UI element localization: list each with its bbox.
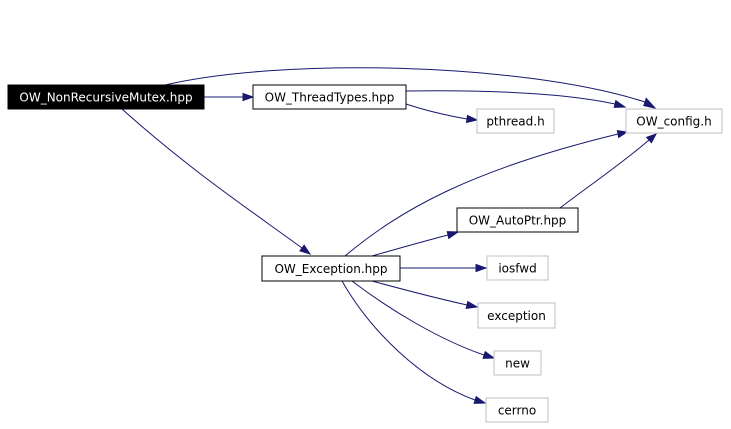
node-label: OW_Exception.hpp	[274, 262, 387, 276]
node-thread-types[interactable]: OW_ThreadTypes.hpp	[252, 84, 407, 110]
node-autoptr[interactable]: OW_AutoPtr.hpp	[456, 207, 579, 233]
node-new[interactable]: new	[493, 350, 542, 376]
node-label: exception	[487, 309, 546, 323]
edge-exception-hpp-to-exception	[371, 280, 479, 309]
node-cerrno[interactable]: cerrno	[485, 397, 549, 423]
node-label: new	[505, 357, 530, 371]
edge-exception-hpp-to-config	[344, 130, 629, 257]
node-exception-hpp[interactable]: OW_Exception.hpp	[261, 255, 401, 282]
edges	[121, 67, 658, 404]
node-label: pthread.h	[486, 115, 544, 129]
node-label: OW_AutoPtr.hpp	[469, 214, 567, 228]
node-label: cerrno	[498, 404, 536, 418]
node-label: OW_ThreadTypes.hpp	[265, 91, 395, 105]
edge-exception-hpp-to-autoptr	[371, 231, 460, 257]
edge-exception-hpp-to-iosfwd	[400, 263, 488, 273]
node-pthread[interactable]: pthread.h	[476, 108, 555, 134]
edge-thread-types-to-pthread	[405, 103, 479, 124]
node-label: OW_config.h	[636, 115, 711, 129]
edge-root-to-thread-types	[204, 92, 255, 102]
node-label: iosfwd	[498, 262, 536, 276]
node-root[interactable]: OW_NonRecursiveMutex.hpp	[7, 84, 205, 110]
edge-root-to-config	[164, 67, 657, 109]
node-config[interactable]: OW_config.h	[625, 108, 723, 134]
edge-exception-hpp-to-new	[351, 280, 496, 359]
node-exception[interactable]: exception	[477, 302, 556, 329]
edge-root-to-exception-hpp	[121, 108, 312, 255]
node-iosfwd[interactable]: iosfwd	[486, 255, 549, 281]
edge-autoptr-to-config	[559, 133, 658, 209]
edge-thread-types-to-config	[405, 90, 627, 108]
node-label: OW_NonRecursiveMutex.hpp	[19, 91, 192, 105]
edge-exception-hpp-to-cerrno	[341, 280, 487, 404]
